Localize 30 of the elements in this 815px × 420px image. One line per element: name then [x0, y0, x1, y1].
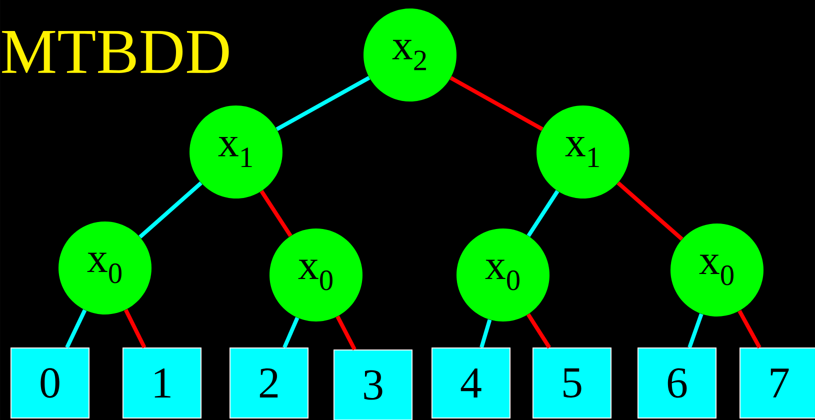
terminal-box: 6 — [638, 348, 716, 418]
decision-node: x$_{1}$ — [190, 106, 282, 198]
terminal-box: 1 — [122, 348, 202, 418]
terminal-box: 5 — [532, 348, 612, 418]
connector-line — [616, 181, 684, 241]
decision-node: x$_{0}$ — [456, 228, 550, 322]
decision-node: x$_{0}$ — [58, 222, 152, 314]
decision-node: x$_{0}$ — [270, 228, 362, 322]
title: MTBDD — [2, 30, 229, 74]
decision-node: x$_{0}$ — [670, 224, 764, 316]
connector-line — [138, 181, 202, 239]
terminal-box: 4 — [432, 348, 510, 418]
connector-line — [526, 190, 560, 237]
decision-node: x$_{2}$ — [364, 8, 456, 102]
connector-line — [124, 308, 146, 348]
terminal-box: 7 — [740, 348, 815, 418]
terminal-box: 0 — [10, 348, 90, 418]
connector-line — [336, 316, 356, 350]
decision-node: x$_{1}$ — [536, 106, 630, 198]
connector-line — [260, 190, 292, 237]
connector-line — [480, 319, 492, 348]
connector-line — [65, 309, 87, 348]
connector-line — [526, 313, 552, 349]
terminal-box: 3 — [334, 350, 412, 420]
connector-line — [282, 317, 300, 348]
connector-line — [450, 76, 544, 131]
connector-line — [688, 313, 704, 348]
connector-line — [738, 310, 762, 348]
connector-line — [276, 76, 370, 131]
terminal-box: 2 — [230, 348, 308, 418]
